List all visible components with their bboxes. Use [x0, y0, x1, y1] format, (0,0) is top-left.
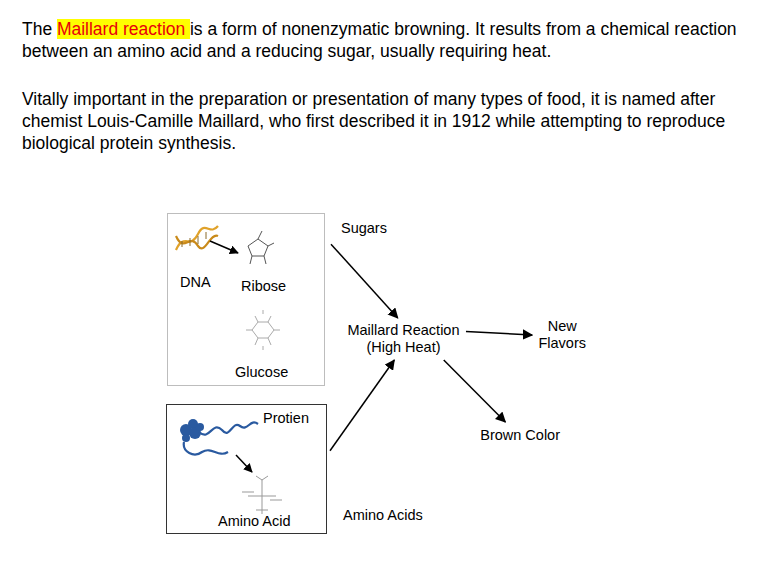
- dna-helix: [176, 226, 218, 250]
- glucose-ring: [246, 310, 280, 350]
- part-label: Protien: [263, 410, 309, 427]
- amino-acid-structure: [242, 476, 282, 514]
- ribose-ring: [248, 231, 274, 264]
- result-node: New Flavors: [537, 318, 587, 352]
- reaction-node: Maillard Reaction (High Heat): [346, 322, 461, 356]
- flow-arrow: [330, 360, 394, 451]
- result-node: Brown Color: [479, 427, 561, 444]
- flow-arrow: [444, 360, 506, 422]
- history-paragraph: Vitally important in the preparation or …: [22, 88, 752, 154]
- part-label: Amino Acid: [218, 513, 291, 530]
- part-label: Glucose: [235, 364, 288, 381]
- arrow-dna-ribose: [210, 241, 238, 253]
- part-label: Ribose: [241, 278, 286, 295]
- protein-chain: [184, 422, 258, 454]
- intro-text: The: [22, 19, 52, 39]
- history-text: Vitally important in the preparation or …: [22, 89, 725, 153]
- part-label: DNA: [180, 274, 211, 291]
- highlighted-term: Maillard reaction: [57, 19, 190, 39]
- group-heading: Sugars: [341, 220, 387, 237]
- node-text: New Flavors: [537, 318, 587, 352]
- intro-paragraph: TheMaillard reactionis a form of nonenzy…: [22, 18, 752, 62]
- arrow-protein-amino: [236, 455, 252, 472]
- node-text: Brown Color: [479, 427, 561, 444]
- node-text: Maillard Reaction (High Heat): [346, 322, 461, 356]
- flow-arrow: [331, 244, 398, 318]
- sugar-box: SugarsDNARiboseGlucose: [167, 213, 325, 386]
- flow-arrow: [466, 332, 532, 335]
- protein-blob: [180, 419, 204, 442]
- protein-box: ProtienAmino AcidAmino Acids: [166, 404, 327, 534]
- group-heading: Amino Acids: [343, 507, 423, 524]
